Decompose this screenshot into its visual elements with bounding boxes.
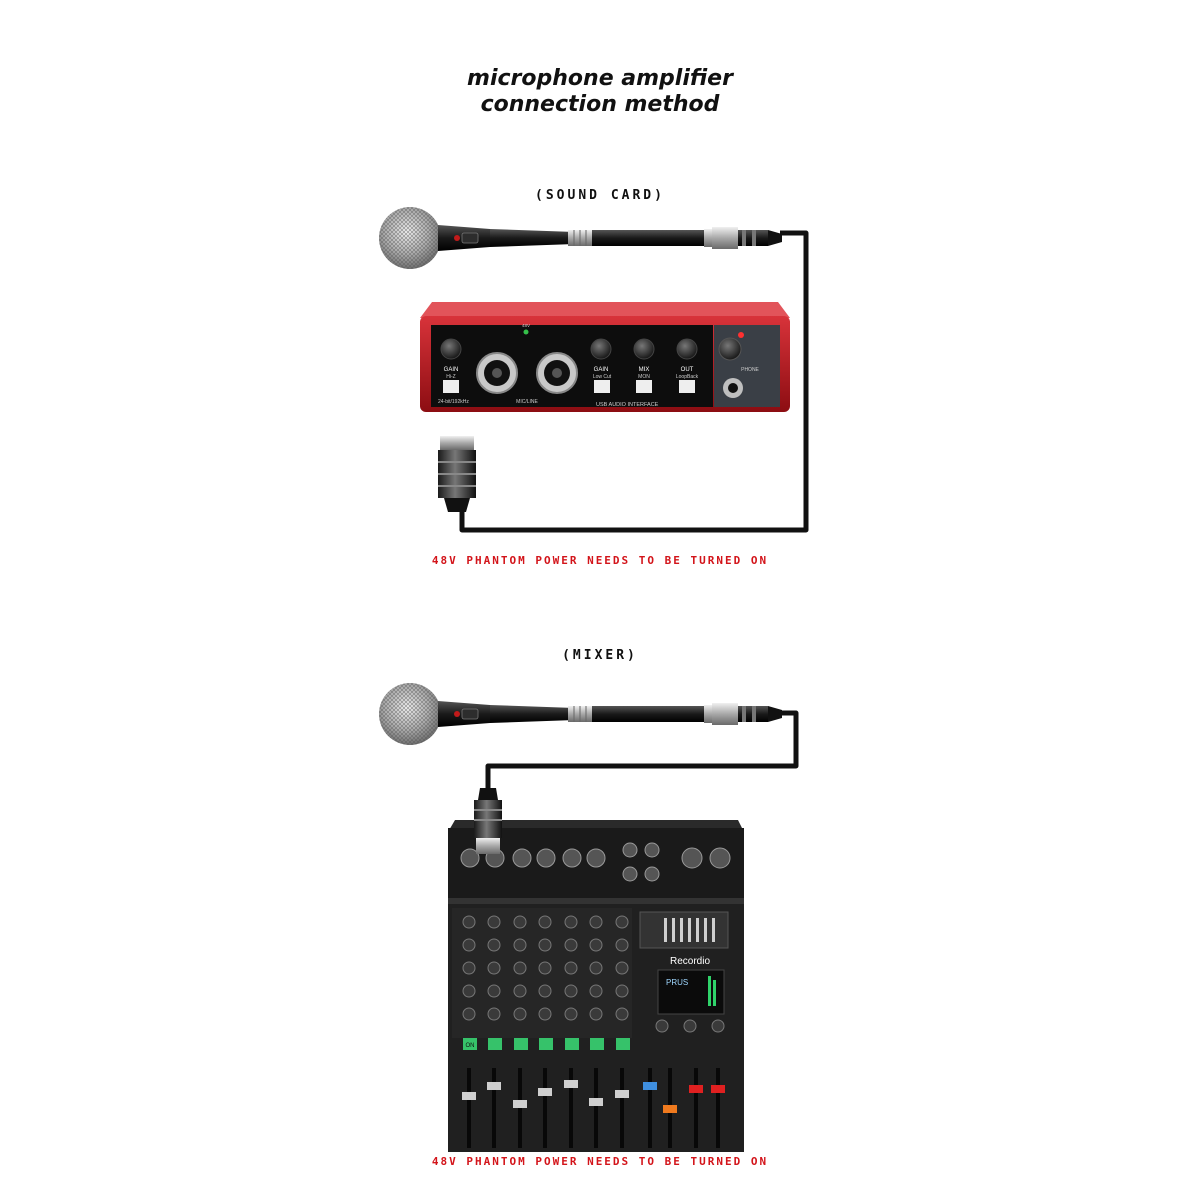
- sound-card-lowcut-label: Low Cut: [593, 374, 612, 380]
- mixer-label: (MIXER): [562, 648, 638, 663]
- mixer-display-text: PRUS: [666, 978, 688, 987]
- mixer-xlr-adapter: [567, 704, 715, 724]
- sound-card-loopback-label: LoopBack: [676, 374, 699, 380]
- mixer-xlr-female-connector: [712, 703, 782, 725]
- sound-card-gain-label-1: GAIN: [444, 367, 459, 373]
- diagram-title-line1: microphone amplifier: [467, 66, 733, 91]
- sound-card-label: (SOUND CARD): [535, 188, 665, 203]
- sound-card-spec-label: 24-bit/192kHz: [438, 399, 469, 405]
- sound-card-cable: [459, 230, 809, 533]
- sound-card-48v-label: 48V: [522, 323, 530, 328]
- sound-card-mon-label: MON: [638, 374, 650, 380]
- sound-card-hiz-label: Hi-Z: [446, 374, 455, 380]
- sound-card-gain-label-2: GAIN: [594, 367, 609, 373]
- sound-card-out-label: OUT: [681, 367, 694, 373]
- mixer-microphone: [378, 682, 577, 746]
- mixer-cable: [485, 710, 799, 788]
- sound-card-xlr-adapter: [567, 228, 715, 248]
- sound-card-device: GAIN GAIN MIX OUT Hi-Z Low Cut MON LoopB…: [420, 302, 790, 412]
- mixer-channel-on-label: ON: [466, 1043, 475, 1049]
- sound-card-input-label: MIC/LINE: [516, 399, 538, 405]
- sound-card-xlr-female-connector: [712, 227, 782, 249]
- mixer-phantom-warning: 48V PHANTOM POWER NEEDS TO BE TURNED ON: [431, 1155, 769, 1168]
- sound-card-interface-label: USB AUDIO INTERFACE: [596, 402, 659, 408]
- sound-card-xlr-male-plug: [438, 436, 476, 512]
- mixer-xlr-male-plug: [474, 788, 502, 854]
- sound-card-mix-label: MIX: [639, 367, 650, 373]
- sound-card-phantom-warning: 48V PHANTOM POWER NEEDS TO BE TURNED ON: [431, 554, 769, 567]
- sound-card-phone-label: PHONE: [741, 367, 759, 373]
- sound-card-microphone: [378, 206, 577, 270]
- mixer-brand-label: Recordio: [670, 956, 710, 967]
- diagram-title-line2: connection method: [480, 92, 720, 117]
- mixer-device: ON Recordio PRUS: [448, 820, 744, 1152]
